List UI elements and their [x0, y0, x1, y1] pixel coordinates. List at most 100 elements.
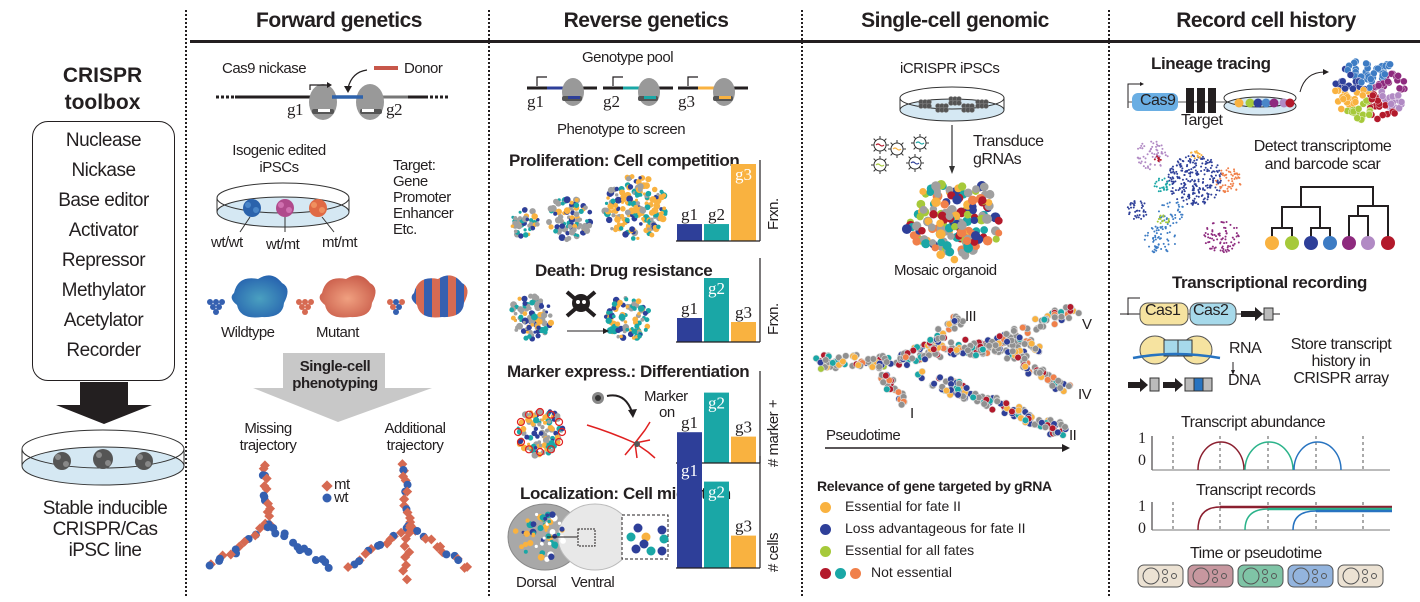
tool-methylator: Methylator	[61, 280, 146, 301]
lineage-title: Lineage tracing	[1151, 54, 1271, 73]
tsne-point	[1149, 163, 1152, 166]
ylabel-cells: # cells	[765, 532, 782, 572]
tsne-point	[1196, 151, 1199, 154]
tsne-point	[1216, 171, 1219, 174]
dendrogram-leaf	[1323, 236, 1337, 250]
cell	[536, 409, 543, 416]
g1-label: g1	[287, 100, 304, 119]
trajectory-cell	[963, 384, 971, 392]
tsne-point	[1138, 209, 1141, 212]
tsne-point	[1183, 193, 1186, 196]
time-label: Time or pseudotime	[1190, 545, 1322, 562]
cell	[613, 202, 619, 209]
tsne-point	[1209, 166, 1212, 169]
tsne-point	[1172, 192, 1175, 195]
tsne-point	[1170, 178, 1173, 181]
organoid-cell	[995, 229, 1003, 237]
tsne-point	[1172, 170, 1175, 173]
trajectory-cell	[1019, 323, 1027, 332]
tsne-point	[1133, 202, 1136, 205]
tsne-point	[1152, 142, 1155, 145]
tsne-point	[1151, 227, 1154, 230]
cell-vesicle	[1362, 577, 1368, 583]
tsne-point	[1166, 180, 1169, 183]
fate-V: V	[1082, 316, 1092, 333]
organoid-cell	[926, 188, 935, 196]
wt-point	[215, 556, 224, 565]
trajectory-cell	[909, 346, 917, 355]
organoid-cell	[963, 188, 973, 198]
cas2-square	[1177, 339, 1193, 357]
tsne-point	[1138, 161, 1141, 164]
tsne-point	[1171, 215, 1174, 218]
icrispr-label: iCRISPR iPSCs	[900, 60, 1000, 77]
trajectory-cell	[988, 405, 996, 414]
marker-ring	[554, 437, 564, 447]
tsne-point	[1161, 228, 1164, 231]
cell	[540, 425, 545, 430]
tsne-point	[1182, 186, 1185, 189]
tsne-point	[1162, 186, 1165, 189]
tsne-point	[1178, 187, 1181, 190]
trajectory-cell	[1002, 399, 1010, 407]
tsne-point	[1157, 160, 1160, 163]
rna-label: RNA	[1229, 340, 1262, 357]
legend-item-1: Loss advantageous for fate II	[820, 520, 1026, 542]
legend-label-2: Essential for all fates	[845, 542, 975, 558]
donor-label: Donor	[404, 60, 443, 77]
tsne-point	[1155, 148, 1158, 151]
tsne-point	[1161, 204, 1164, 207]
tsne-point	[1189, 180, 1192, 183]
reverse-header: Reverse genetics	[563, 9, 729, 32]
tsne-point	[1169, 224, 1172, 227]
trajectory-cell	[1016, 333, 1024, 342]
mt-point	[343, 562, 354, 573]
cell	[565, 230, 570, 236]
target-label: Target	[1181, 112, 1223, 129]
virus-spike	[923, 146, 927, 150]
organoid-lineage-cell	[1337, 105, 1345, 113]
marker-on-label: Marker on	[644, 389, 688, 421]
virus-spike	[913, 146, 917, 150]
cell	[632, 306, 637, 311]
tsne-point	[1210, 174, 1213, 177]
tsne-point	[1210, 247, 1213, 250]
tsne-point	[1206, 198, 1209, 201]
tsne-point	[1220, 238, 1223, 241]
tsne-point	[1129, 203, 1132, 206]
tsne-point	[1151, 152, 1154, 155]
target-line-4: Etc.	[393, 221, 417, 238]
tsne-point	[1224, 230, 1227, 233]
virus-spike	[883, 158, 887, 162]
tsne-point	[1160, 150, 1163, 153]
cell	[548, 224, 554, 230]
tsne-point	[1178, 211, 1181, 214]
tsne-point	[1169, 176, 1172, 179]
tsne-point	[1159, 222, 1162, 225]
trajectory-cell	[883, 358, 891, 366]
tsne-point	[1184, 170, 1187, 173]
tsne-point	[1174, 216, 1177, 219]
marker-ring	[524, 445, 534, 454]
tsne-point	[1215, 166, 1218, 169]
progenitor-nucleus	[595, 395, 601, 401]
tsne-point	[1233, 238, 1236, 241]
mt-point	[396, 527, 407, 538]
cell	[537, 422, 542, 427]
grna-strand	[875, 143, 885, 147]
tsne-point	[1204, 235, 1207, 238]
fate-III: III	[965, 308, 977, 325]
tsne-point	[1161, 186, 1164, 189]
down-arrow-icon	[56, 382, 152, 424]
cell-vesicle	[1221, 573, 1227, 579]
dendrogram-leaf	[1265, 236, 1279, 250]
wt-point	[324, 563, 333, 572]
tsne-point	[1203, 200, 1206, 203]
tsne-point	[1160, 144, 1163, 147]
tsne-point	[1155, 180, 1158, 183]
cell	[611, 314, 616, 319]
tsne-point	[1233, 172, 1236, 175]
cell	[625, 176, 632, 182]
cell	[583, 227, 591, 234]
organoid-cell	[971, 231, 981, 241]
